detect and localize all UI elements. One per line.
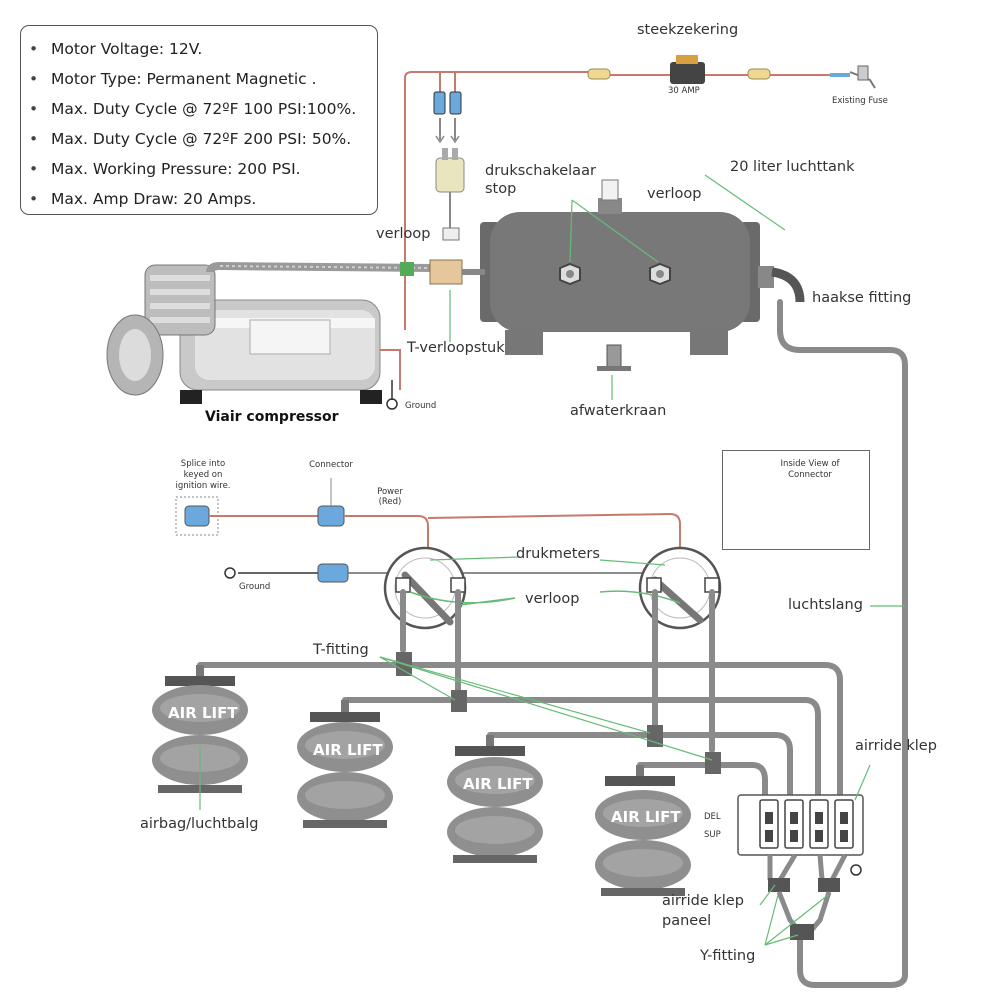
label-power-red: (Red) [378,497,402,507]
spec-item: Max. Duty Cycle @ 72ºF 100 PSI:100%. [29,94,377,124]
label-t-verloopstuk: T-verloopstuk [407,340,505,356]
spec-item: Max. Duty Cycle @ 72ºF 200 PSI: 50%. [29,124,377,154]
label-power: Power [377,487,403,497]
fuse-connector-left [587,68,611,80]
top-wiring [404,55,876,330]
spec-item: Max. Working Pressure: 200 PSI. [29,154,377,184]
label-tank: 20 liter luchttank [730,159,855,175]
valve-panel [737,605,905,946]
label-compressor: Viair compressor [205,409,339,425]
label-y-fitting: Y-fitting [700,948,756,964]
ground-ring-top [386,398,398,410]
label-splice-2: keyed on [183,470,223,480]
label-steekzekering: steekzekering [637,22,739,38]
label-connector: Connector [309,460,353,470]
switch-connector-right [449,91,462,115]
existing-fuse-icon [857,65,869,81]
pressure-switch-icon [435,157,465,193]
connector-icon-power [317,505,345,527]
fuse-connector-right [747,68,771,80]
connector-icon-ground [317,563,349,583]
label-panel-2: paneel [662,913,712,929]
label-existing-fuse: Existing Fuse [832,96,888,106]
label-luchtslang: luchtslang [788,597,863,613]
specifications-box: Motor Voltage: 12V. Motor Type: Permanen… [20,25,378,215]
label-haakse-fitting: haakse fitting [812,290,912,306]
spec-list: Motor Voltage: 12V. Motor Type: Permanen… [21,26,377,214]
switch-connector-left [433,91,446,115]
elbow-fitting-icon [771,267,805,303]
label-verloop-top: verloop [647,186,702,202]
gauge-wiring [175,478,681,583]
inset-box [722,450,870,550]
t-fittings [379,652,721,774]
compressor [106,259,485,410]
label-afwaterkraan: afwaterkraan [570,403,667,419]
spec-item: Max. Amp Draw: 20 Amps. [29,184,377,214]
braided-hose [206,261,431,273]
label-airride-klep: airride klep [855,738,937,754]
label-del: DEL [704,812,721,822]
label-inside-view-1: Inside View of [780,459,840,469]
airbag-2-brand: AIR LIFT [313,741,383,759]
label-ground-top: Ground [405,401,437,411]
airbag-4-brand: AIR LIFT [611,808,681,826]
ground-ring-mid [224,567,236,579]
airbag-1 [152,665,248,810]
label-splice-3: ignition wire. [175,481,231,491]
label-airbag: airbag/luchtbalg [140,816,259,832]
label-sup: SUP [704,830,721,840]
tank-reducer-icon [601,179,619,201]
label-drukschakelaar: drukschakelaar [485,163,596,179]
airbag-1-brand: AIR LIFT [168,704,238,722]
label-verloop-left: verloop [376,226,431,242]
label-drukmeters: drukmeters [516,546,600,562]
label-stop: stop [485,181,517,197]
spec-item: Motor Type: Permanent Magnetic . [29,64,377,94]
label-inside-view-2: Connector [788,470,832,480]
air-tank [449,174,805,371]
airbag-2 [297,700,393,828]
label-splice-1: Splice into [180,459,226,469]
airbag-3 [447,735,543,863]
reducer-top-icon [442,227,460,241]
pressure-gauges [383,546,722,630]
air-hoses [197,299,908,988]
label-30amp: 30 AMP [668,86,700,96]
airbag-3-brand: AIR LIFT [463,775,533,793]
spec-item: Motor Voltage: 12V. [29,34,377,64]
drain-valve-icon [606,344,622,368]
t-reducer-icon [429,259,463,285]
label-ground-mid: Ground [239,582,271,592]
label-panel-1: airride klep [662,893,744,909]
blade-fuse-holder [670,62,705,84]
airbag-4 [595,765,691,896]
splice-connector-icon [184,505,210,527]
label-t-fitting: T-fitting [313,642,369,658]
label-verloop-mid: verloop [525,591,580,607]
